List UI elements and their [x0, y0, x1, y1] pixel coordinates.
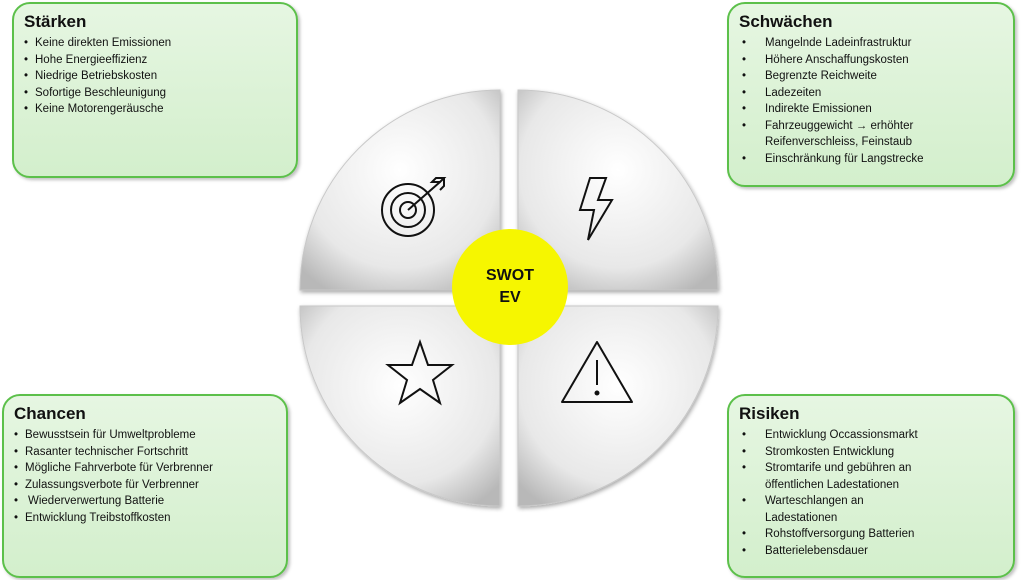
list-item: Hohe Energieeffizienz	[24, 52, 286, 69]
quadrant-threats	[517, 305, 719, 507]
list-item: Batterielebensdauer	[739, 543, 1003, 560]
strengths-title: Stärken	[24, 12, 87, 31]
warning-icon	[561, 341, 633, 403]
lightning-icon	[578, 177, 614, 241]
quadrant-opportunities	[299, 305, 501, 507]
list-item: Mangelnde Ladeinfrastruktur	[739, 35, 1003, 52]
list-item: Keine Motorengeräusche	[24, 101, 286, 118]
quadrant-weaknesses	[517, 89, 719, 291]
list-item: Höhere Anschaffungskosten	[739, 52, 1003, 69]
list-item: Begrenzte Reichweite	[739, 68, 1003, 85]
center-subtitle: EV	[499, 289, 521, 306]
list-item: Keine direkten Emissionen	[24, 35, 286, 52]
list-item: Niedrige Betriebskosten	[24, 68, 286, 85]
list-item: Sofortige Beschleunigung	[24, 85, 286, 102]
list-item: Mögliche Fahrverbote für Verbrenner	[14, 460, 276, 477]
opportunities-box: Chancen Bewusstsein für Umweltprobleme R…	[2, 394, 288, 578]
opportunities-title: Chancen	[14, 404, 86, 423]
weaknesses-box: Schwächen Mangelnde Ladeinfrastruktur Hö…	[727, 2, 1015, 187]
swot-center: SWOT EV	[452, 229, 568, 345]
list-item: Indirekte Emissionen	[739, 101, 1003, 118]
center-title: SWOT	[486, 267, 534, 284]
threats-box: Risiken Entwicklung Occassionsmarkt Stro…	[727, 394, 1015, 578]
list-item: Rasanter technischer Fortschritt	[14, 444, 276, 461]
list-item: Fahrzeuggewicht → erhöhter Reifenverschl…	[739, 118, 935, 151]
target-icon	[381, 177, 447, 237]
strengths-box: Stärken Keine direkten Emissionen Hohe E…	[12, 2, 298, 178]
weaknesses-title: Schwächen	[739, 12, 833, 31]
list-item: Warteschlangen an Ladestationen	[739, 493, 885, 526]
list-item: Entwicklung Occassionsmarkt	[739, 427, 1003, 444]
list-item: Entwicklung Treibstoffkosten	[14, 510, 276, 527]
list-item: Stromkosten Entwicklung	[739, 444, 1003, 461]
list-item: Wiederverwertung Batterie	[14, 493, 276, 510]
threats-title: Risiken	[739, 404, 800, 423]
list-item: Rohstoffversorgung Batterien	[739, 526, 1003, 543]
quadrant-strengths	[299, 89, 501, 291]
list-item: Zulassungsverbote für Verbrenner	[14, 477, 276, 494]
list-item: Ladezeiten	[739, 85, 1003, 102]
list-item: Einschränkung für Langstrecke	[739, 151, 1003, 168]
star-icon	[385, 338, 455, 406]
list-item: Stromtarife und gebühren an öffentlichen…	[739, 460, 935, 493]
list-item: Bewusstsein für Umweltprobleme	[14, 427, 276, 444]
